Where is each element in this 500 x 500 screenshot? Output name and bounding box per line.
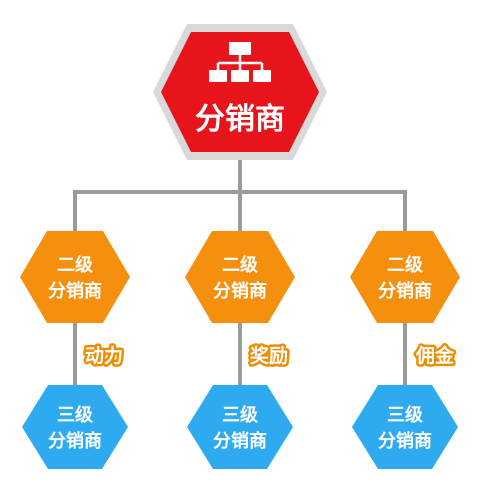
org-chart-icon xyxy=(209,42,271,82)
level3-line2: 分销商 xyxy=(378,430,432,452)
level2-node-1: 二级 分销商 xyxy=(20,231,130,323)
level3-hexagon xyxy=(187,385,293,469)
level2-line2: 分销商 xyxy=(48,280,102,302)
label-dongli: 动力 xyxy=(85,344,123,367)
level3-hexagon xyxy=(22,385,128,469)
level2-line2: 分销商 xyxy=(213,280,267,302)
level2-line1: 二级 xyxy=(387,254,424,276)
level3-line1: 三级 xyxy=(387,404,424,426)
label-yongjin: 佣金 xyxy=(415,344,455,367)
level3-node-1: 三级 分销商 xyxy=(22,385,128,469)
level2-hexagon xyxy=(20,231,130,323)
top-node-label: 分销商 xyxy=(195,102,285,137)
label-jiangli: 奖励 xyxy=(250,344,288,367)
top-distributor-node: 分销商 xyxy=(153,24,327,160)
level3-hexagon xyxy=(352,385,458,469)
top-hexagon xyxy=(161,32,319,152)
level3-node-3: 三级 分销商 xyxy=(352,385,458,469)
level3-line1: 三级 xyxy=(57,404,94,426)
level2-node-2: 二级 分销商 xyxy=(185,231,295,323)
connectors xyxy=(73,160,407,388)
level3-line2: 分销商 xyxy=(48,430,102,452)
level3-line1: 三级 xyxy=(222,404,259,426)
level2-hexagon xyxy=(350,231,460,323)
level3-line2: 分销商 xyxy=(213,430,267,452)
level2-line2: 分销商 xyxy=(378,280,432,302)
level2-line1: 二级 xyxy=(222,254,259,276)
level3-node-2: 三级 分销商 xyxy=(187,385,293,469)
level2-line1: 二级 xyxy=(57,254,94,276)
level2-node-3: 二级 分销商 xyxy=(350,231,460,323)
level2-hexagon xyxy=(185,231,295,323)
